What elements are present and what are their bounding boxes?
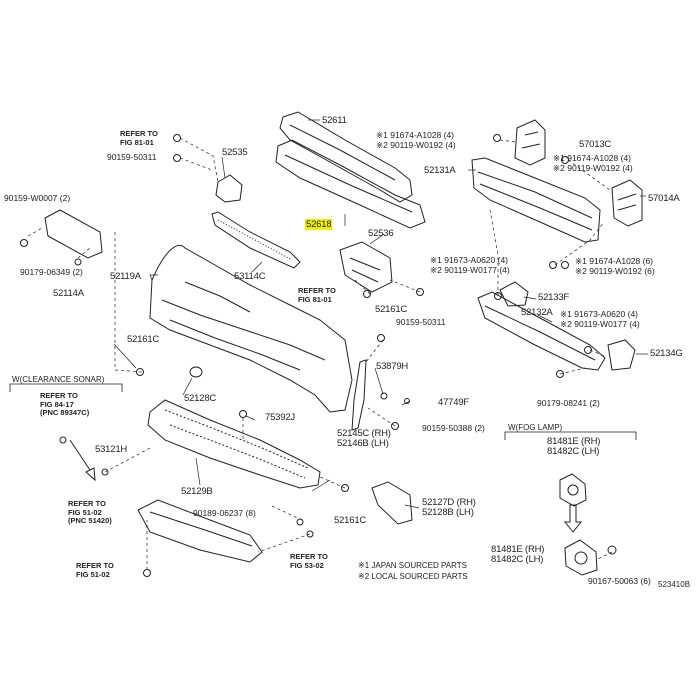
label-52611: 52611 (322, 115, 347, 126)
label-91674-a1028-c: ※1 91674-A1028 (6) (575, 256, 654, 266)
bracket-57014a-part (611, 179, 643, 227)
absorber-52618-part (275, 139, 426, 229)
note-local-sourced: ※2 LOCAL SOURCED PARTS (358, 572, 468, 581)
bracket-52134g-part (607, 339, 636, 371)
label-52133f: 52133F (538, 292, 570, 303)
label-52145c: 52145C (RH) (337, 428, 391, 439)
label-52146b: 52146B (LH) (337, 438, 389, 449)
bracket-52535-part (215, 174, 243, 203)
label-52131a: 52131A (424, 165, 456, 176)
note-japan-sourced: ※1 JAPAN SOURCED PARTS (358, 561, 467, 570)
label-57014a: 57014A (648, 193, 680, 204)
label-81481e-upper: 81481E (RH) (547, 436, 601, 447)
bracket-57013c-part (514, 119, 546, 166)
absorber-52611-part (279, 111, 413, 203)
label-90119-w0177-a: ※2 90119-W0177 (4) (430, 265, 510, 275)
label-90189-06237: 90189-06237 (8) (193, 508, 256, 518)
label-90119-w0192-b: ※2 90119-W0192 (4) (553, 163, 633, 173)
bracket-52536-part (339, 241, 393, 293)
bracket-52127d-part (371, 481, 413, 525)
diagram-id: 523410B (658, 580, 691, 589)
label-81482c-upper: 81482C (LH) (547, 446, 600, 457)
label-91673-a0620-a: ※1 91673-A0620 (4) (430, 255, 509, 265)
label-52161c-left: 52161C (127, 334, 160, 345)
label-90119-w0192-a: ※2 90119-W0192 (4) (376, 140, 456, 150)
label-52128c: 52128C (184, 393, 217, 404)
label-52134g: 52134G (650, 348, 683, 359)
label-90159-w0007: 90159-W0007 (2) (4, 193, 71, 203)
fog-arrow (563, 504, 583, 533)
label-91673-a0620-b: ※1 91673-A0620 (4) (560, 309, 639, 319)
stay-52145c-part (351, 359, 367, 431)
clearance-sonar-header: W(CLEARANCE SONAR) (12, 375, 105, 384)
label-52132a: 52132A (521, 307, 553, 318)
label-90159-50311-right: 90159-50311 (396, 317, 446, 327)
sonar-arrow (69, 439, 96, 482)
label-52161c-upper: 52161C (375, 304, 408, 315)
label-81482c-lower: 81482C (LH) (491, 554, 544, 565)
label-90159-50311-left: 90159-50311 (107, 152, 157, 162)
fog-lamp-header: W(FOG LAMP) (508, 423, 563, 432)
label-90119-w0177-b: ※2 90119-W0177 (4) (560, 319, 640, 329)
label-81481e-lower: 81481E (RH) (491, 544, 545, 555)
highlight-marker: 52618 (305, 219, 333, 230)
fog-lamp-bracket-upper-part (559, 473, 587, 507)
fastener-clips (20, 134, 617, 577)
label-47749f: 47749F (438, 397, 470, 408)
reinforcement-52132a-part (477, 291, 606, 371)
label-52128b: 52128B (LH) (422, 507, 474, 518)
label-52127d: 52127D (RH) (422, 497, 476, 508)
label-53879h: 53879H (376, 361, 409, 372)
label-52535: 52535 (222, 147, 248, 158)
label-52161c-lower: 52161C (334, 515, 367, 526)
label-90167-50063: 90167-50063 (6) (588, 576, 651, 586)
undercover-part (137, 499, 263, 563)
bumper-cover-52119a-part (149, 244, 353, 413)
label-52114a: 52114A (53, 288, 84, 299)
label-52536: 52536 (368, 228, 394, 239)
label-91674-a1028-b: ※1 91674-A1028 (4) (553, 153, 632, 163)
label-52129b: 52129B (181, 486, 213, 497)
label-52618-highlighted: 52618 (305, 219, 333, 230)
label-53114c: 53114C (234, 271, 266, 282)
label-52119a: 52119A (110, 271, 141, 282)
label-90179-06349: 90179-06349 (2) (20, 267, 83, 277)
bracket-52133f-part (499, 281, 529, 307)
bracket-52114a-part (44, 209, 103, 259)
label-75392j: 75392J (265, 412, 295, 423)
label-57013c: 57013C (579, 139, 612, 150)
label-90179-08241: 90179-08241 (2) (537, 398, 600, 408)
clearance-sonar-frame (9, 383, 123, 392)
label-53121h: 53121H (95, 444, 128, 455)
reinforcement-52131a-part (471, 157, 601, 243)
label-90159-50388: 90159-50388 (2) (422, 423, 485, 433)
fog-lamp-bracket-lower-part (564, 539, 598, 576)
label-91674-a1028-a: ※1 91674-A1028 (4) (376, 130, 455, 140)
label-90119-w0192-c: ※2 90119-W0192 (6) (575, 266, 655, 276)
grille-strip-53114c-part (211, 211, 301, 269)
lower-grille-52129b-part (147, 399, 321, 489)
fog-lamp-frame (504, 431, 637, 440)
